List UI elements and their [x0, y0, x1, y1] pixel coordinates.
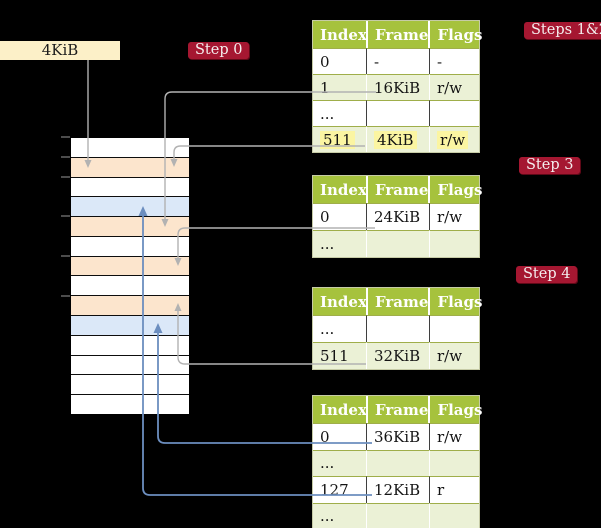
table-cell: - [429, 48, 479, 74]
table-cell [429, 230, 479, 257]
memory-frame-row-0 [71, 138, 189, 158]
memory-frame-row-13 [71, 395, 189, 414]
table-cell: r/w [429, 74, 479, 100]
frame-size-label: 4KiB [0, 41, 120, 60]
column-header: Frame [366, 288, 428, 315]
column-header: Flags [428, 176, 482, 203]
memory-frame-row-9 [71, 316, 189, 336]
column-header: Index [320, 400, 367, 419]
table-cell: 12KiB [366, 476, 429, 503]
table-cell: 4KiB [366, 126, 429, 152]
table-cell: ... [313, 100, 366, 126]
table-cell: r/w [429, 423, 479, 450]
table-cell [366, 449, 429, 476]
table-cell: r/w [429, 126, 479, 152]
table-cell: 511 [313, 126, 366, 152]
table-cell: - [366, 48, 429, 74]
table-cell: ... [313, 230, 366, 257]
column-header: Flags [428, 288, 482, 315]
memory-frame-row-6 [71, 256, 189, 277]
table-cell: 0 [313, 48, 366, 74]
table-cell: r/w [429, 342, 479, 369]
table-row-level-3-1: ... [313, 230, 479, 257]
table-cell: 0 [313, 203, 366, 230]
physical-memory-column [70, 137, 190, 415]
table-cell [429, 449, 479, 476]
highlighted-value: 4KiB [374, 130, 417, 149]
table-cell [429, 502, 479, 528]
table-row-level-1-1: ... [313, 449, 479, 477]
badge-steps-1-2: Steps 1&2 [524, 22, 601, 39]
table-cell: 127 [313, 476, 366, 503]
table-row-level-1-3: ... [313, 502, 479, 528]
table-cell: 16KiB [366, 74, 429, 100]
memory-frame-row-11 [71, 355, 189, 376]
column-header: Index [320, 180, 367, 199]
table-cell: 511 [313, 342, 366, 369]
table-cell: 32KiB [366, 342, 429, 369]
table-cell: 1 [313, 74, 366, 100]
table-cell [366, 100, 429, 126]
memory-frame-row-12 [71, 375, 189, 396]
column-header: Flags [428, 21, 482, 48]
table-cell [366, 315, 429, 342]
memory-frame-row-10 [71, 335, 189, 356]
column-header: Index [320, 25, 367, 44]
table-cell [429, 100, 479, 126]
memory-frame-row-2 [71, 177, 189, 198]
table-cell: 0 [313, 423, 366, 450]
table-cell: 24KiB [366, 203, 429, 230]
table-row-level-2-0: ... [313, 315, 479, 342]
column-header: Index [320, 292, 367, 311]
table-cell [366, 502, 429, 528]
highlighted-value: r/w [437, 130, 469, 149]
column-header: Flags [428, 396, 482, 423]
table-row-level-4-3: 511 4KiB r/w [313, 126, 479, 152]
table-cell: ... [313, 449, 366, 477]
memory-frame-row-5 [71, 236, 189, 257]
table-row-level-4-2: ... [313, 100, 479, 126]
badge-step-0: Step 0 [188, 42, 250, 59]
table-cell: ... [313, 502, 366, 528]
memory-frame-row-7 [71, 276, 189, 297]
memory-frame-row-1 [71, 157, 189, 178]
table-cell: 36KiB [366, 423, 429, 450]
column-header: Frame [366, 176, 428, 203]
badge-step-4: Step 4 [516, 266, 578, 283]
memory-frame-row-8 [71, 296, 189, 317]
table-cell [366, 230, 429, 257]
table-cell [429, 315, 479, 342]
table-cell: r [429, 476, 479, 503]
memory-frame-row-3 [71, 197, 189, 218]
table-cell: ... [313, 315, 366, 342]
table-row-level-4-0: 0-- [313, 48, 479, 74]
memory-frame-row-4 [71, 217, 189, 237]
badge-step-3: Step 3 [519, 157, 581, 174]
table-cell: r/w [429, 203, 479, 230]
column-header: Frame [366, 21, 428, 48]
column-header: Frame [366, 396, 428, 423]
highlighted-value: 511 [320, 130, 355, 149]
